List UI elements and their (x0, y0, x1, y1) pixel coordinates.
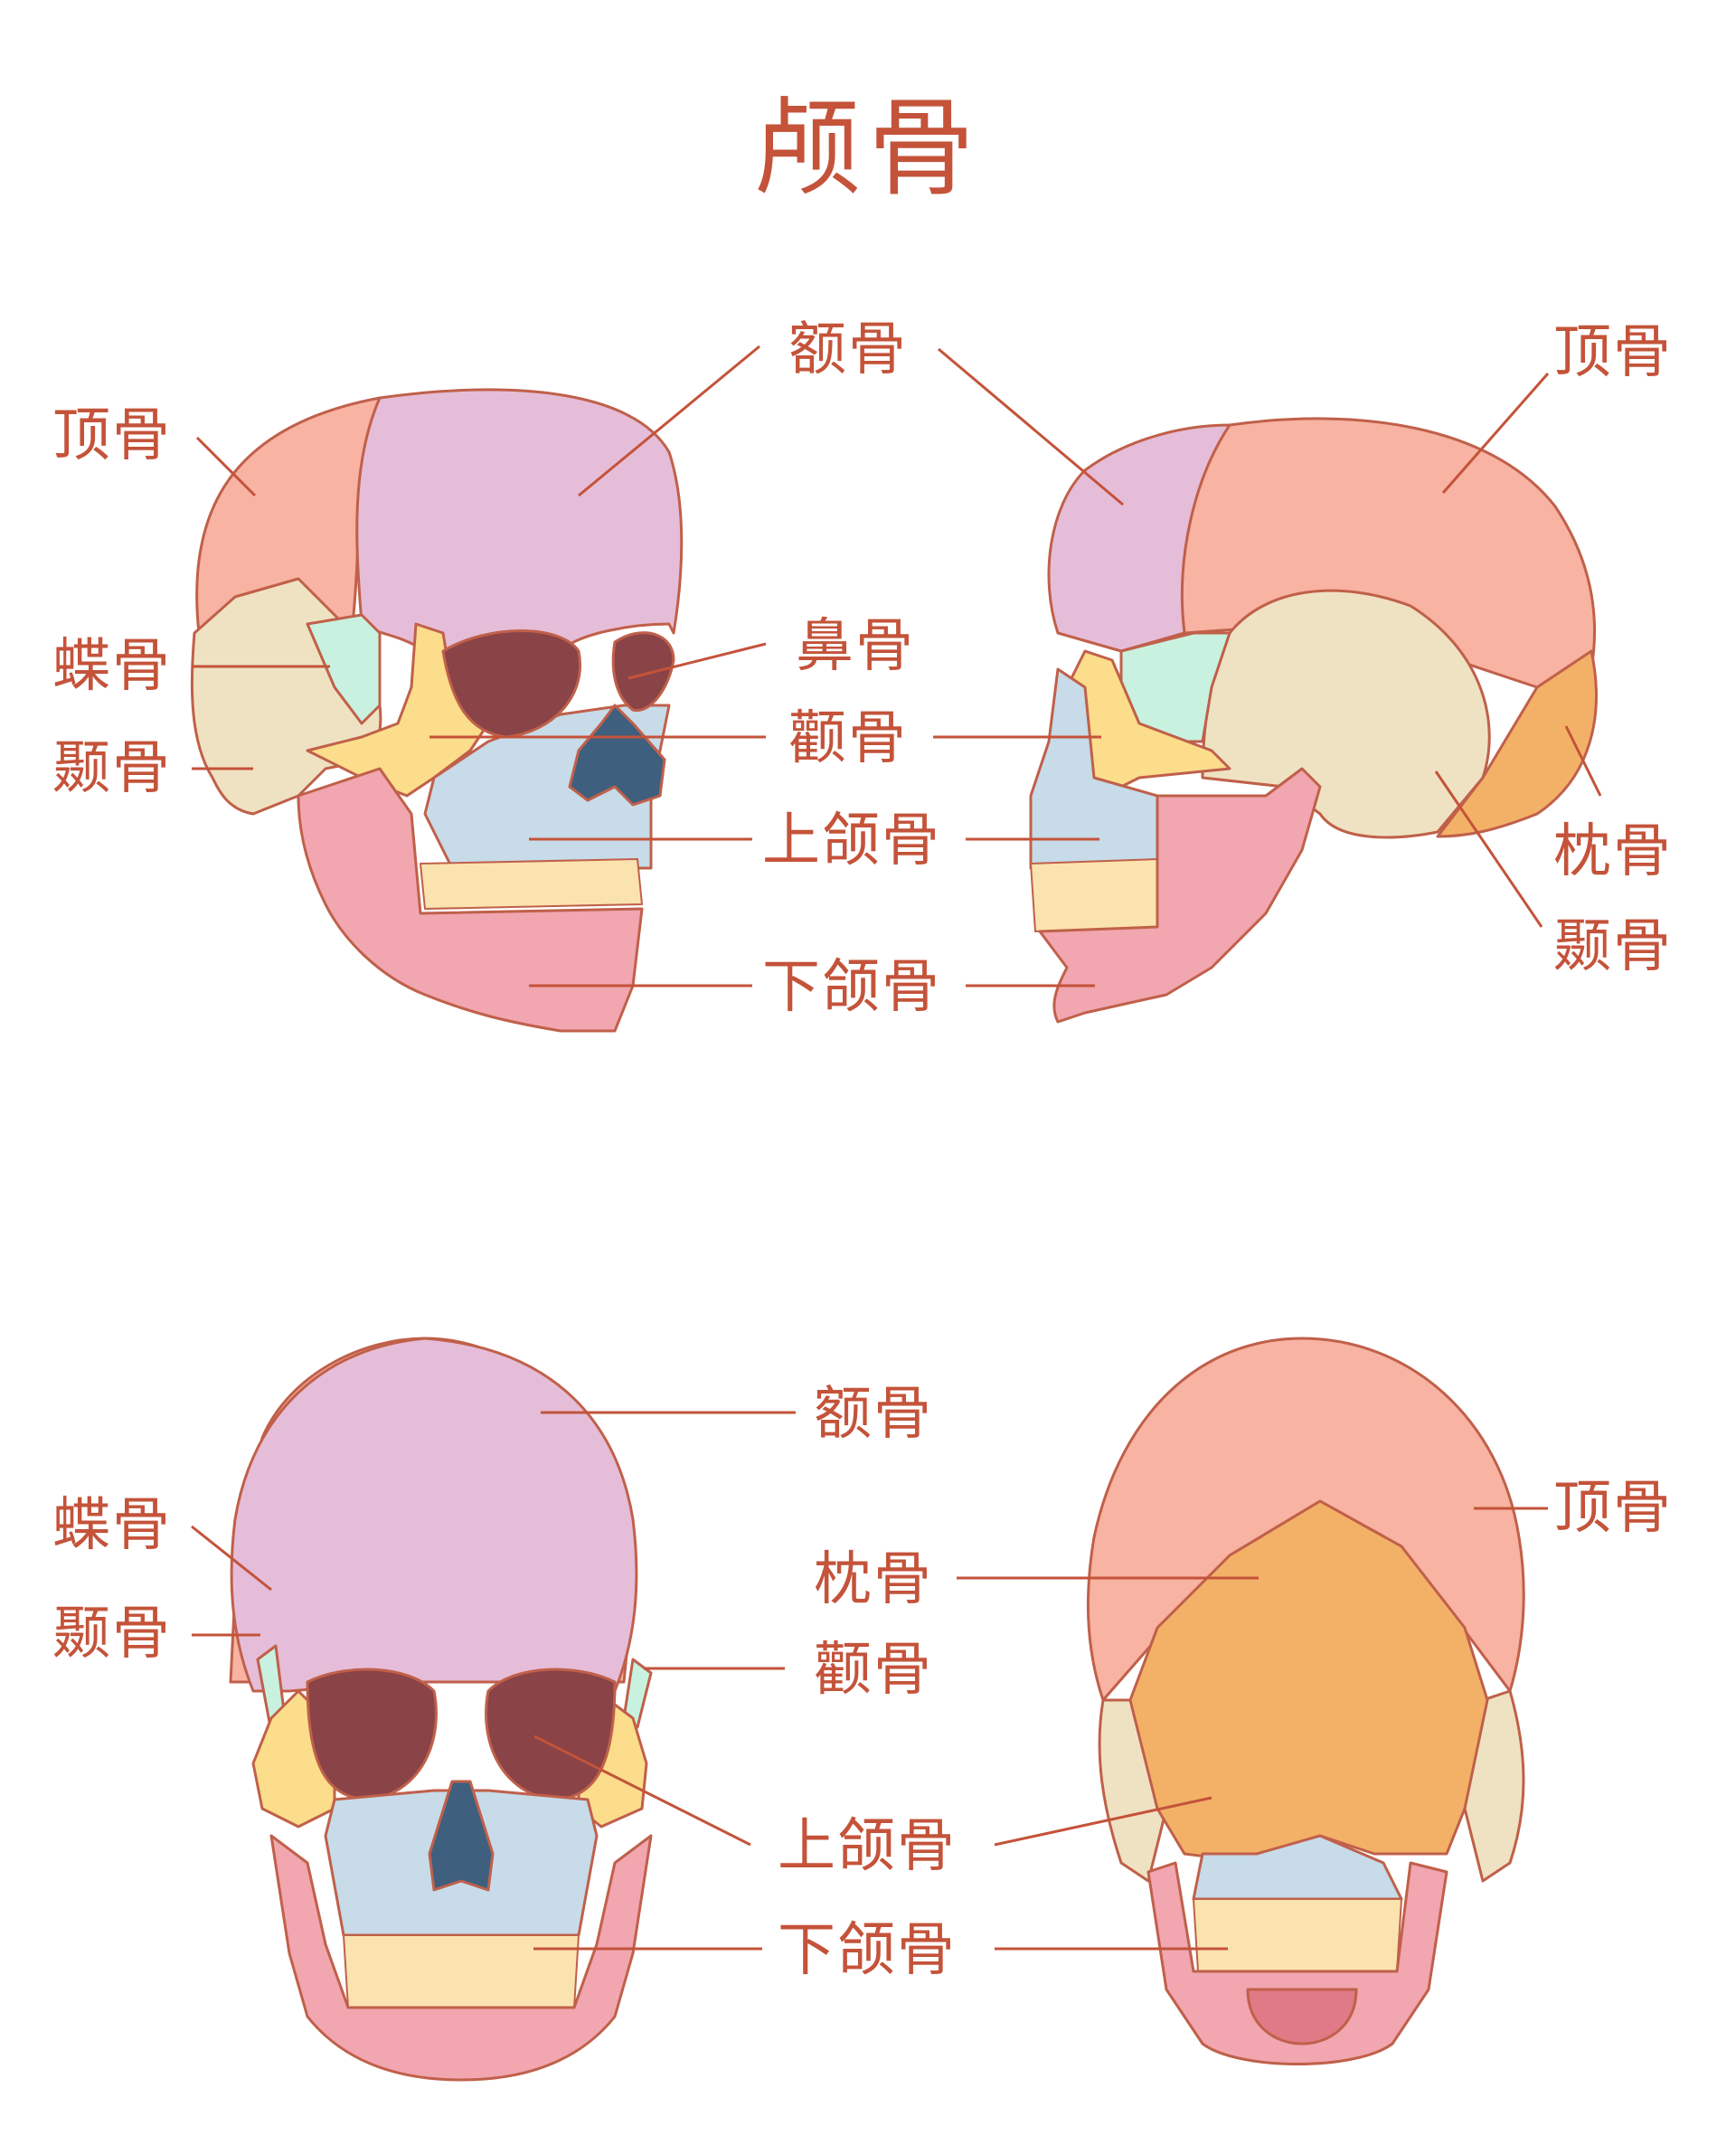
label-occipital-posterior: 枕骨 (814, 1546, 933, 1613)
orbit-left (306, 1668, 438, 1801)
label-temporal-lateral: 颞骨 (1553, 913, 1673, 980)
occipital-bone (1436, 649, 1598, 838)
label-maxilla-oblique: 上颌骨 (762, 808, 941, 874)
label-sphenoid-oblique: 蝶骨 (52, 633, 172, 700)
frontal-bone (355, 388, 684, 653)
skull-lateral-view (1029, 417, 1598, 1024)
orbit-right (611, 631, 675, 712)
label-frontal-oblique: 额骨 (788, 317, 908, 383)
label-zygomatic-oblique: 颧骨 (788, 705, 908, 772)
label-sphenoid-anterior: 蝶骨 (52, 1492, 172, 1559)
label-temporal-oblique: 颞骨 (52, 735, 172, 802)
nasal-cavity (428, 1780, 495, 1892)
teeth (1193, 1898, 1402, 1972)
upper-teeth (1030, 858, 1158, 932)
frontal-bone (230, 1337, 638, 1693)
label-mandible-anterior: 下颌骨 (778, 1917, 957, 1984)
teeth (343, 1934, 580, 2008)
label-maxilla-anterior: 上颌骨 (778, 1813, 957, 1880)
orbit-right (485, 1668, 617, 1801)
skull-anterior-view (229, 1337, 653, 2082)
mandible-bone (1146, 1861, 1448, 2065)
label-mandible-oblique: 下颌骨 (762, 954, 941, 1021)
skull-oblique-front-view (190, 388, 684, 1033)
mandible-bone (1038, 767, 1322, 1024)
label-parietal-oblique: 顶骨 (52, 402, 172, 469)
label-frontal-anterior: 额骨 (814, 1381, 933, 1448)
temporal-bone-left (1098, 1698, 1168, 1883)
sphenoid-bone (306, 613, 382, 725)
label-nasal-oblique: 鼻骨 (796, 613, 915, 680)
label-temporal-anterior: 颞骨 (52, 1601, 172, 1668)
nasal-cavity (568, 704, 666, 807)
label-parietal-posterior: 顶骨 (1553, 1475, 1673, 1542)
leader-lines (191, 345, 1602, 1951)
label-occipital-lateral: 枕骨 (1553, 818, 1673, 885)
label-zygomatic-anterior: 颧骨 (814, 1637, 933, 1704)
mandible-bone (269, 1834, 653, 2082)
orbit-left (441, 629, 581, 739)
mandible-inner (1246, 1988, 1358, 2046)
skull-posterior-view (1086, 1337, 1525, 2065)
diagram-title: 颅骨 (753, 86, 982, 211)
upper-teeth (420, 858, 643, 910)
label-parietal-lateral: 顶骨 (1553, 319, 1673, 386)
mandible-bone (297, 767, 644, 1033)
